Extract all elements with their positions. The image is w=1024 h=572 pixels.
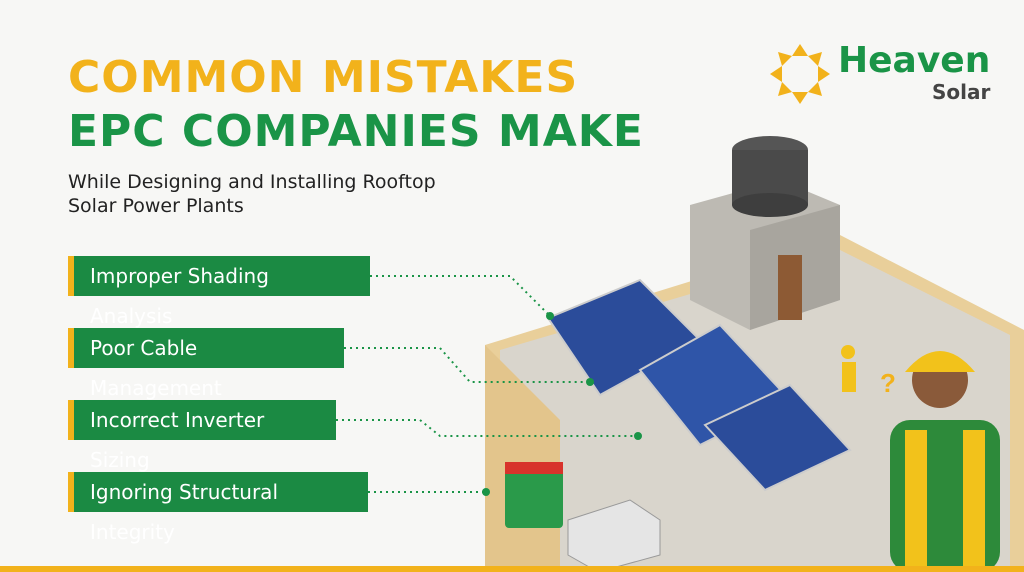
bottom-accent-bar [0,566,1024,572]
mistake-tag-structural: Ignoring Structural Integrity [68,472,368,544]
brand-sub: Solar [932,80,991,104]
sun-logo-icon [770,44,830,104]
subtitle-line-1: While Designing and Installing Rooftop [68,171,436,193]
solar-panels [546,278,852,492]
title-line-1: COMMON MISTAKES [68,52,579,103]
mistake-tag-inverter: Incorrect Inverter Sizing [68,400,336,472]
title-line-2: EPC COMPANIES MAKE [68,106,644,157]
subtitle: While Designing and Installing Rooftop S… [68,170,436,218]
mistake-tag-cable: Poor Cable Management [68,328,344,400]
svg-text:?: ? [880,368,896,398]
mistake-tag-shading: Improper Shading Analysis [68,256,370,328]
subtitle-line-2: Solar Power Plants [68,195,244,217]
brand-name: Heaven [838,40,991,81]
